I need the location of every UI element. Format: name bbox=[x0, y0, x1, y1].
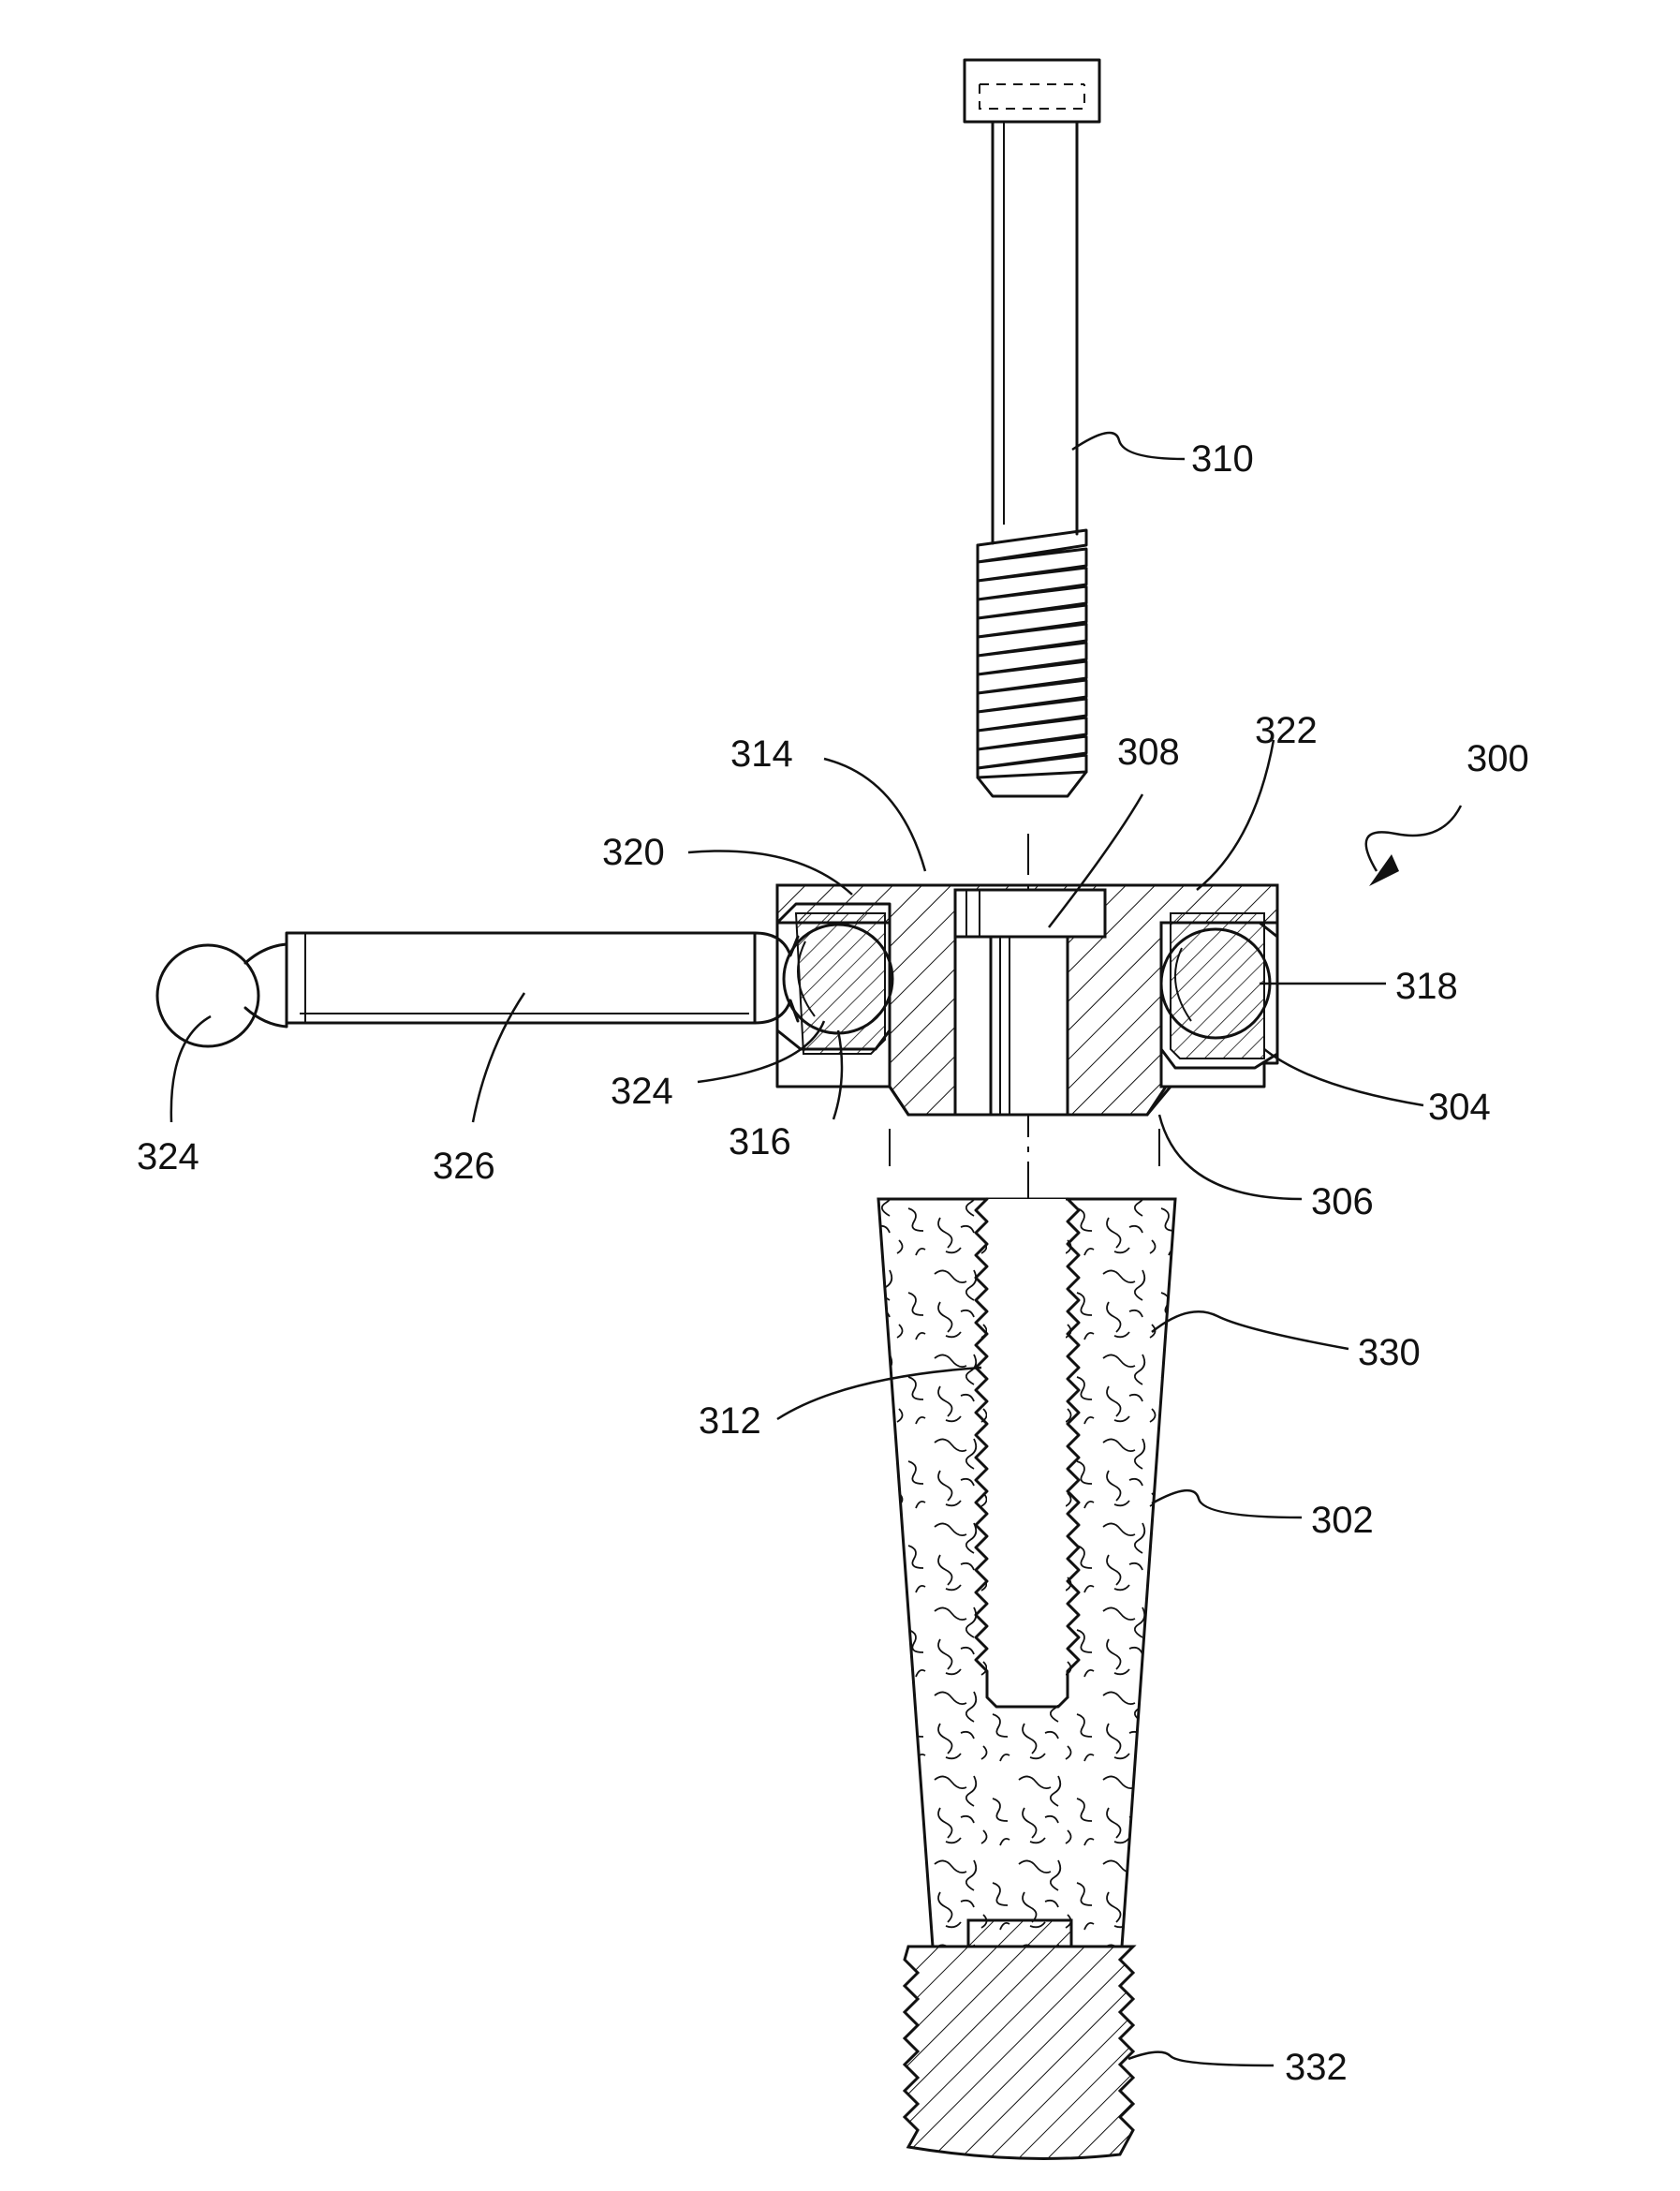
arrow-300 bbox=[1366, 806, 1461, 886]
label-324-inner: 324 bbox=[611, 1071, 673, 1112]
label-310: 310 bbox=[1191, 438, 1254, 480]
stem-302 bbox=[878, 1199, 1175, 1947]
label-308: 308 bbox=[1117, 732, 1180, 773]
screw-310 bbox=[965, 60, 1099, 796]
label-304: 304 bbox=[1428, 1087, 1491, 1128]
label-332: 332 bbox=[1285, 2047, 1348, 2088]
label-314: 314 bbox=[730, 733, 793, 775]
label-312: 312 bbox=[699, 1400, 761, 1442]
label-318: 318 bbox=[1395, 966, 1458, 1007]
tip-332 bbox=[905, 1920, 1133, 2159]
label-316: 316 bbox=[729, 1121, 791, 1162]
label-306: 306 bbox=[1311, 1181, 1374, 1222]
label-320: 320 bbox=[602, 832, 665, 873]
label-324-outer: 324 bbox=[137, 1136, 199, 1177]
label-326: 326 bbox=[433, 1146, 495, 1187]
label-322: 322 bbox=[1255, 710, 1318, 751]
label-302: 302 bbox=[1311, 1500, 1374, 1541]
label-300: 300 bbox=[1466, 738, 1529, 779]
leader-lines bbox=[171, 433, 1423, 2065]
rod-326 bbox=[157, 933, 798, 1046]
housing-304 bbox=[777, 885, 1277, 1115]
label-330: 330 bbox=[1358, 1332, 1421, 1373]
